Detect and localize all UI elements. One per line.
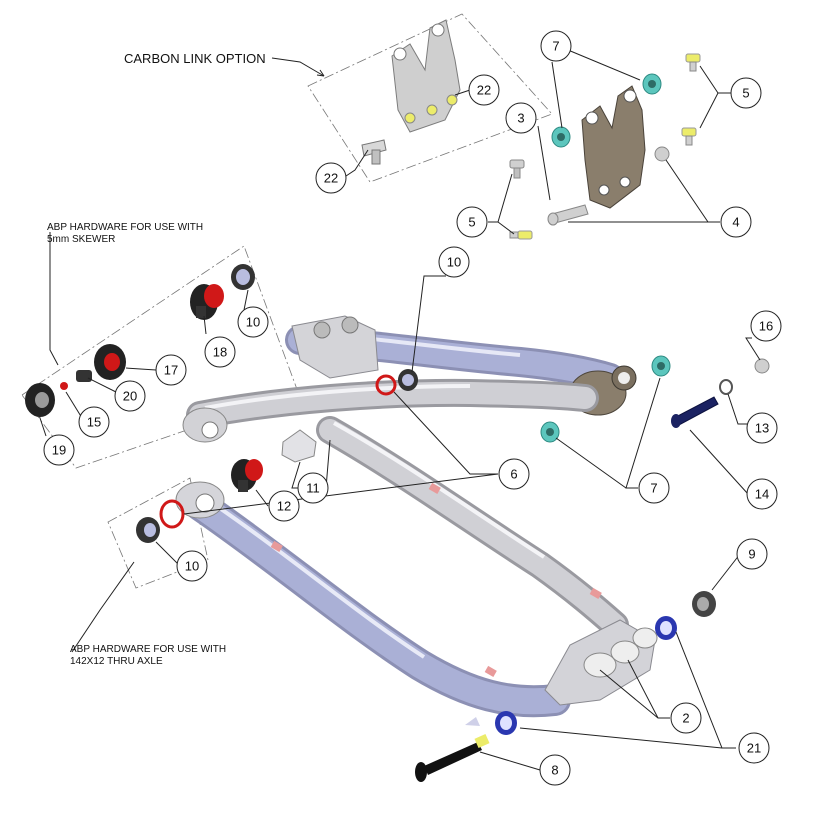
- callout-5-bottom: 5: [456, 206, 488, 238]
- carbon-link-bolt: [361, 139, 387, 165]
- leader-lines: [37, 49, 761, 771]
- abp-5mm-label-line1: ABP HARDWARE FOR USE WITH: [47, 222, 203, 233]
- svg-text:4: 4: [732, 215, 739, 230]
- callout-16: 16: [750, 310, 782, 342]
- yellow-bolt: [509, 230, 533, 240]
- svg-text:9: 9: [748, 547, 755, 562]
- callout-17: 17: [155, 354, 187, 386]
- washer-10-central: [398, 369, 418, 391]
- callout-13: 13: [746, 412, 778, 444]
- yellow-bolt: [685, 53, 701, 72]
- svg-text:14: 14: [755, 487, 769, 502]
- svg-text:8: 8: [551, 763, 558, 778]
- svg-text:20: 20: [123, 389, 137, 404]
- svg-text:6: 6: [510, 467, 517, 482]
- abp-insert-12: [231, 459, 263, 492]
- svg-text:21: 21: [747, 741, 761, 756]
- callout-15: 15: [78, 406, 110, 438]
- spacer: [654, 146, 670, 162]
- svg-text:12: 12: [277, 499, 291, 514]
- callout-7-top: 7: [540, 30, 572, 62]
- svg-text:3: 3: [517, 111, 524, 126]
- upper-link-arm: [182, 378, 599, 443]
- svg-text:17: 17: [164, 363, 178, 378]
- washer-16: [754, 358, 770, 374]
- callout-10-abp: 10: [237, 306, 269, 338]
- abp-nut-10-lower: [136, 517, 160, 543]
- callout-6: 6: [498, 458, 530, 490]
- callout-11: 11: [297, 472, 329, 504]
- svg-text:19: 19: [52, 443, 66, 458]
- callout-7-bottom: 7: [638, 472, 670, 504]
- svg-text:13: 13: [755, 421, 769, 436]
- callout-2: 2: [670, 702, 702, 734]
- silver-bolt: [509, 159, 525, 179]
- blue-bearing-21: [655, 616, 677, 640]
- rocker-link: [581, 85, 646, 209]
- svg-text:5: 5: [742, 86, 749, 101]
- abp-142-label-line1: ABP HARDWARE FOR USE WITH: [70, 644, 226, 655]
- spacer-11: [281, 429, 317, 463]
- chainstay-frame: [175, 416, 658, 718]
- abp-5mm-label-line2: 5mm SKEWER: [47, 234, 115, 245]
- carbon-link-option-box: [307, 13, 553, 183]
- callout-22-bottom: 22: [315, 162, 347, 194]
- svg-text:10: 10: [447, 255, 461, 270]
- callout-20: 20: [114, 380, 146, 412]
- callout-9: 9: [736, 538, 768, 570]
- callout-10-upper: 10: [438, 246, 470, 278]
- thru-axle-8: [415, 717, 490, 782]
- callout-5-top: 5: [730, 77, 762, 109]
- svg-text:7: 7: [650, 481, 657, 496]
- svg-text:2: 2: [682, 711, 689, 726]
- abp-nut-17: [94, 344, 126, 380]
- pivot-axle-14: [671, 396, 719, 428]
- carbon-link: [391, 19, 461, 133]
- teal-washer: [651, 355, 671, 377]
- callout-21: 21: [738, 732, 770, 764]
- abp-spacer-20: [76, 370, 92, 382]
- svg-text:10: 10: [246, 315, 260, 330]
- callout-19: 19: [43, 434, 75, 466]
- red-bushing-6: [375, 374, 397, 396]
- svg-text:16: 16: [759, 319, 773, 334]
- svg-text:10: 10: [185, 559, 199, 574]
- abp-142-label-line2: 142X12 THRU AXLE: [70, 656, 163, 667]
- svg-text:7: 7: [552, 39, 559, 54]
- callout-10-lower: 10: [176, 550, 208, 582]
- svg-text:22: 22: [324, 171, 338, 186]
- svg-text:18: 18: [213, 345, 227, 360]
- callout-18: 18: [204, 336, 236, 368]
- pivot-pin: [547, 204, 589, 226]
- washer-13: [719, 379, 733, 395]
- blue-bearing-21-lower: [495, 711, 517, 735]
- callout-3: 3: [505, 102, 537, 134]
- abp-5mm-box: [21, 245, 299, 469]
- abp-142-box: [107, 477, 209, 589]
- callout-12: 12: [268, 490, 300, 522]
- abp-insert-18: [190, 284, 224, 320]
- abp-oring-15: [60, 382, 68, 390]
- carbon-link-option-label: CARBON LINK OPTION: [124, 51, 266, 66]
- svg-text:11: 11: [306, 481, 320, 496]
- callout-22-top: 22: [468, 74, 500, 106]
- red-bushing-6-lower: [159, 499, 185, 529]
- callout-8: 8: [539, 754, 571, 786]
- teal-washer: [540, 421, 560, 443]
- callout-14: 14: [746, 478, 778, 510]
- abp-washer-10: [231, 264, 255, 290]
- yellow-bolt: [681, 127, 697, 146]
- svg-text:5: 5: [468, 215, 475, 230]
- teal-washer: [551, 126, 571, 148]
- teal-washer: [642, 73, 662, 95]
- cup-9: [692, 591, 716, 617]
- svg-text:22: 22: [477, 83, 491, 98]
- svg-text:15: 15: [87, 415, 101, 430]
- callout-4: 4: [720, 206, 752, 238]
- abp-cap-19: [25, 383, 55, 417]
